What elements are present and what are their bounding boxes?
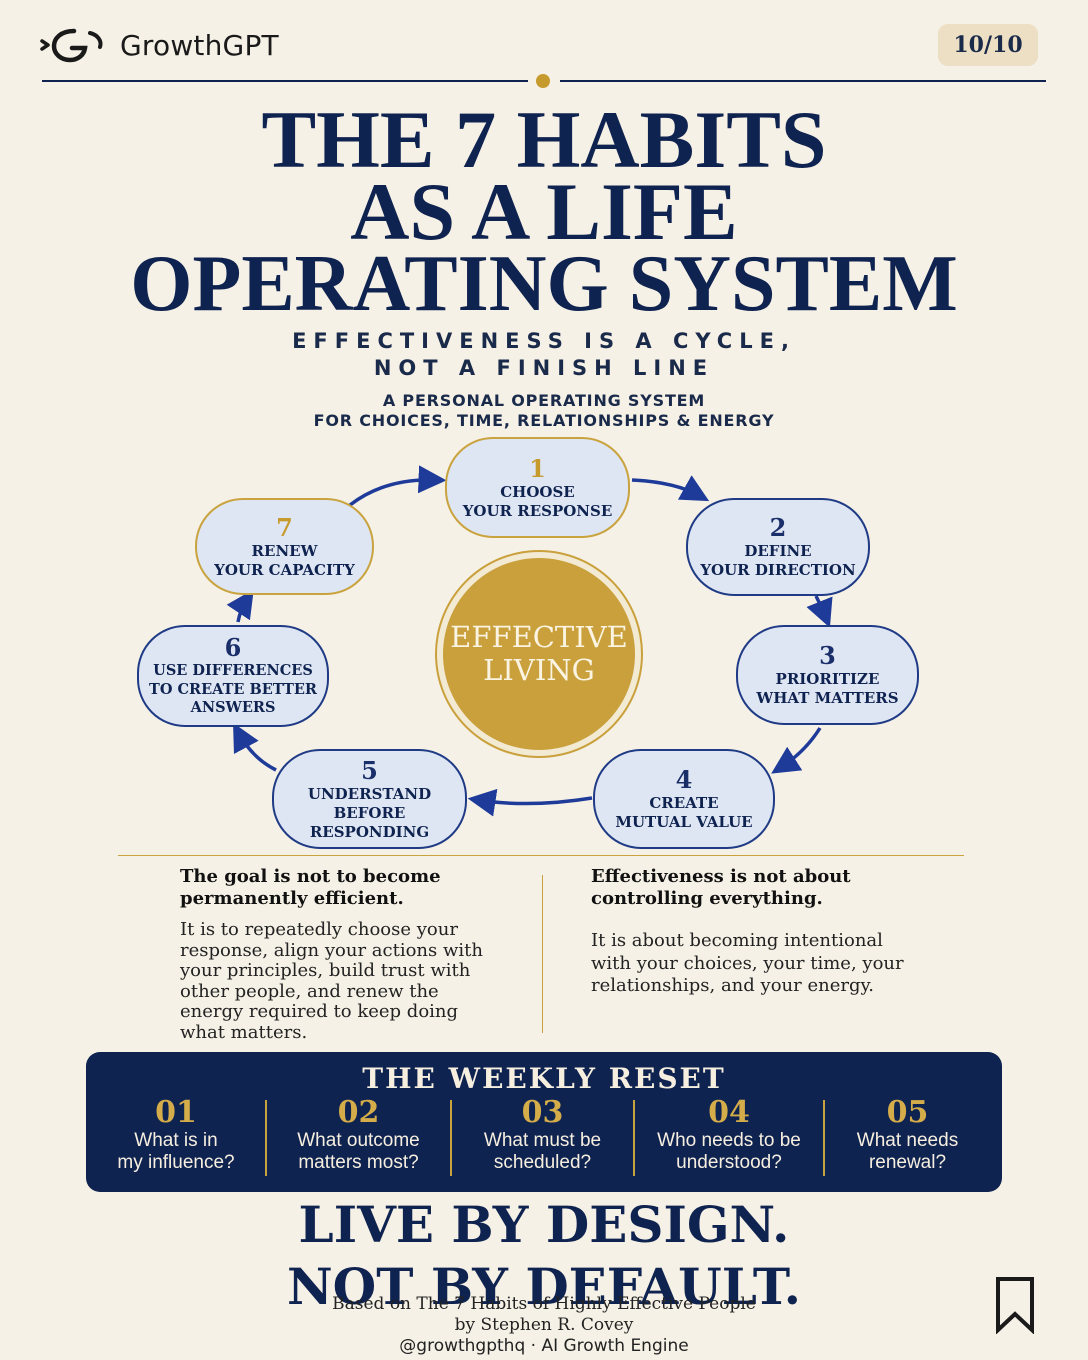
goal-right-column: Effectiveness is not about controlling e… [591,866,921,998]
reset-step-01-text: What is in my influence? [117,1130,235,1173]
habit-3-prioritize-what-matters: 3 PRIORITIZE WHAT MATTERS [736,625,919,725]
bookmark-icon[interactable] [994,1276,1036,1334]
habit-3-label: PRIORITIZE WHAT MATTERS [756,670,899,707]
reset-step-03: 03 What must be scheduled? [452,1096,633,1174]
arrow-5-to-6 [233,722,277,772]
habit-4-create-mutual-value: 4 CREATE MUTUAL VALUE [593,749,775,849]
weekly-reset-title: THE WEEKLY RESET [362,1062,726,1095]
system-description-line-2: FOR CHOICES, TIME, RELATIONSHIPS & ENERG… [313,411,775,430]
reset-step-04-number: 04 [708,1095,750,1130]
goal-left-body: It is to repeatedly choose your response… [180,919,483,1043]
habit-4-label: CREATE MUTUAL VALUE [615,794,753,831]
growthgpt-logo-icon [40,28,103,63]
source-credit-line-2: by Stephen R. Covey [454,1315,634,1335]
habit-2-number: 2 [769,513,787,542]
arrow-3-to-4 [771,727,822,774]
section-divider [118,855,964,856]
reset-step-02-number: 02 [337,1095,380,1130]
subtitle: EFFECTIVENESS IS A CYCLE, NOT A FINISH L… [0,328,1088,382]
habit-6-number: 6 [224,633,242,663]
title-line-1: THE 7 HABITS [261,94,827,185]
arrow-4-to-5 [467,788,593,817]
habit-3-number: 3 [819,641,836,670]
habit-2-label: DEFINE YOUR DIRECTION [700,542,856,579]
habit-6-label: USE DIFFERENCES TO CREATE BETTER ANSWERS [149,662,317,717]
title-line-3: OPERATING SYSTEM [130,240,958,328]
reset-step-05-number: 05 [886,1095,929,1130]
habit-4-number: 4 [675,765,693,794]
weekly-reset-panel: THE WEEKLY RESET 01 What is in my influe… [86,1052,1002,1192]
arrow-7-to-1 [348,465,447,507]
subtitle-line-1: EFFECTIVENESS IS A CYCLE, [292,329,796,353]
reset-step-04-text: Who needs to be understood? [657,1130,801,1173]
page-title: THE 7 HABITS AS A LIFE OPERATING SYSTEM [0,94,1088,328]
cycle-arrows [226,465,833,817]
page-indicator: 10/10 [938,24,1038,66]
brand-logo: GrowthGPT [40,20,279,70]
header-divider-dot [536,74,550,88]
closing-tagline: LIVE BY DESIGN. NOT BY DEFAULT. [0,1194,1088,1318]
brand-name: GrowthGPT [120,28,279,62]
goal-left-heading: The goal is not to become permanently ef… [180,866,441,909]
reset-step-01-number: 01 [155,1095,197,1130]
reset-step-03-number: 03 [521,1095,564,1130]
subtitle-line-2: NOT A FINISH LINE [373,356,715,380]
reset-step-01: 01 What is in my influence? [86,1096,266,1174]
reset-step-02-text: What outcome matters most? [297,1130,420,1173]
reset-divider-4 [823,1100,825,1176]
source-credit: Based on The 7 Habits of Highly Effectiv… [0,1294,1088,1336]
habit-6-use-differences: 6 USE DIFFERENCES TO CREATE BETTER ANSWE… [137,625,329,727]
reset-divider-3 [633,1100,635,1176]
goal-right-body: It is about becoming intentional with yo… [591,930,904,996]
arrow-2-to-3 [806,595,833,628]
habit-1-number: 1 [529,453,546,483]
reset-step-05: 05 What needs renewal? [825,1096,990,1174]
arrow-1-to-2 [631,475,710,502]
reset-divider-2 [450,1100,452,1176]
reset-step-02: 02 What outcome matters most? [267,1096,450,1174]
goal-right-heading: Effectiveness is not about controlling e… [591,866,851,909]
source-credit-line-1: Based on The 7 Habits of Highly Effectiv… [332,1294,756,1314]
reset-divider-1 [265,1100,267,1176]
reset-step-04: 04 Who needs to be understood? [635,1096,823,1174]
header-divider-left [42,80,528,82]
habit-7-label: RENEW YOUR CAPACITY [214,541,355,579]
effective-living-center: EFFECTIVE LIVING [437,552,641,756]
arrow-6-to-7 [226,589,254,623]
closing-tagline-line-1: LIVE BY DESIGN. [298,1195,790,1254]
habit-2-define-your-direction: 2 DEFINE YOUR DIRECTION [686,498,870,596]
closing-tagline-line-2: NOT BY DEFAULT. [286,1257,802,1316]
reset-step-03-text: What must be scheduled? [483,1130,602,1173]
habit-1-choose-your-response: 1 CHOOSE YOUR RESPONSE [445,437,630,538]
habit-7-renew-your-capacity: 7 RENEW YOUR CAPACITY [195,498,374,595]
column-divider [542,875,543,1033]
habit-5-label: UNDERSTAND BEFORE RESPONDING [307,784,432,841]
title-line-2: AS A LIFE [350,166,738,257]
effective-living-label: EFFECTIVE LIVING [450,620,628,687]
habit-5-number: 5 [361,755,378,785]
goal-left-column: The goal is not to become permanently ef… [180,866,500,1043]
system-description: A PERSONAL OPERATING SYSTEM FOR CHOICES,… [0,391,1088,431]
habit-5-understand-before-responding: 5 UNDERSTAND BEFORE RESPONDING [272,749,467,849]
header-divider-right [560,80,1046,82]
habit-1-label: CHOOSE YOUR RESPONSE [462,482,613,520]
reset-step-05-text: What needs renewal? [856,1130,959,1173]
system-description-line-1: A PERSONAL OPERATING SYSTEM [382,391,706,410]
social-handle: @growthgpthq · AI Growth Engine [399,1336,689,1356]
habit-7-number: 7 [276,512,293,542]
